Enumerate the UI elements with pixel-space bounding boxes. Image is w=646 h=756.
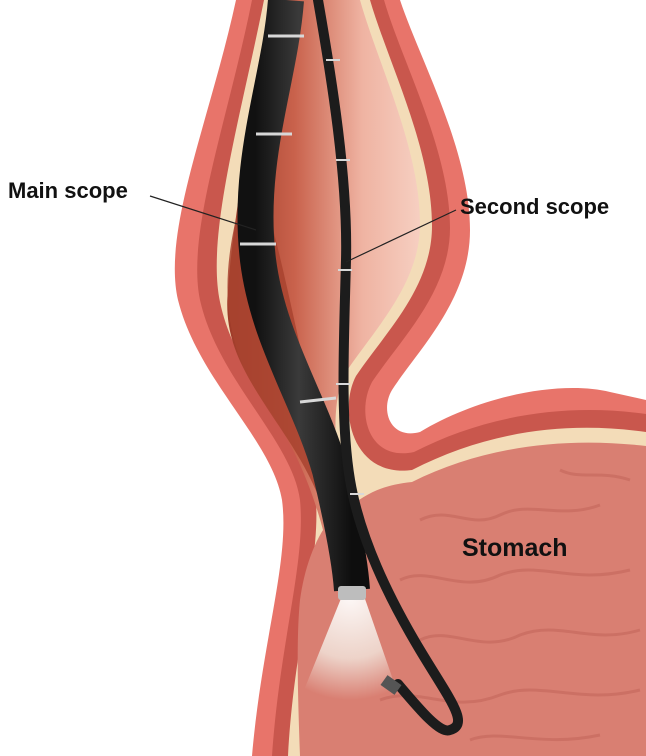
second-scope	[313, 0, 464, 736]
stomach-label: Stomach	[462, 534, 568, 562]
second-scope-tip	[380, 675, 402, 695]
main-scope-tip	[338, 586, 366, 600]
main-scope-leader	[149, 195, 257, 231]
light-beam	[300, 596, 400, 700]
main-scope-markings	[240, 34, 337, 404]
second-scope-markings	[326, 59, 364, 495]
stomach-rugae	[379, 468, 641, 742]
second-scope-leader	[345, 209, 457, 263]
second-scope-label: Second scope	[460, 194, 610, 219]
main-scope-label: Main scope	[8, 178, 128, 203]
main-scope	[237, 0, 370, 600]
